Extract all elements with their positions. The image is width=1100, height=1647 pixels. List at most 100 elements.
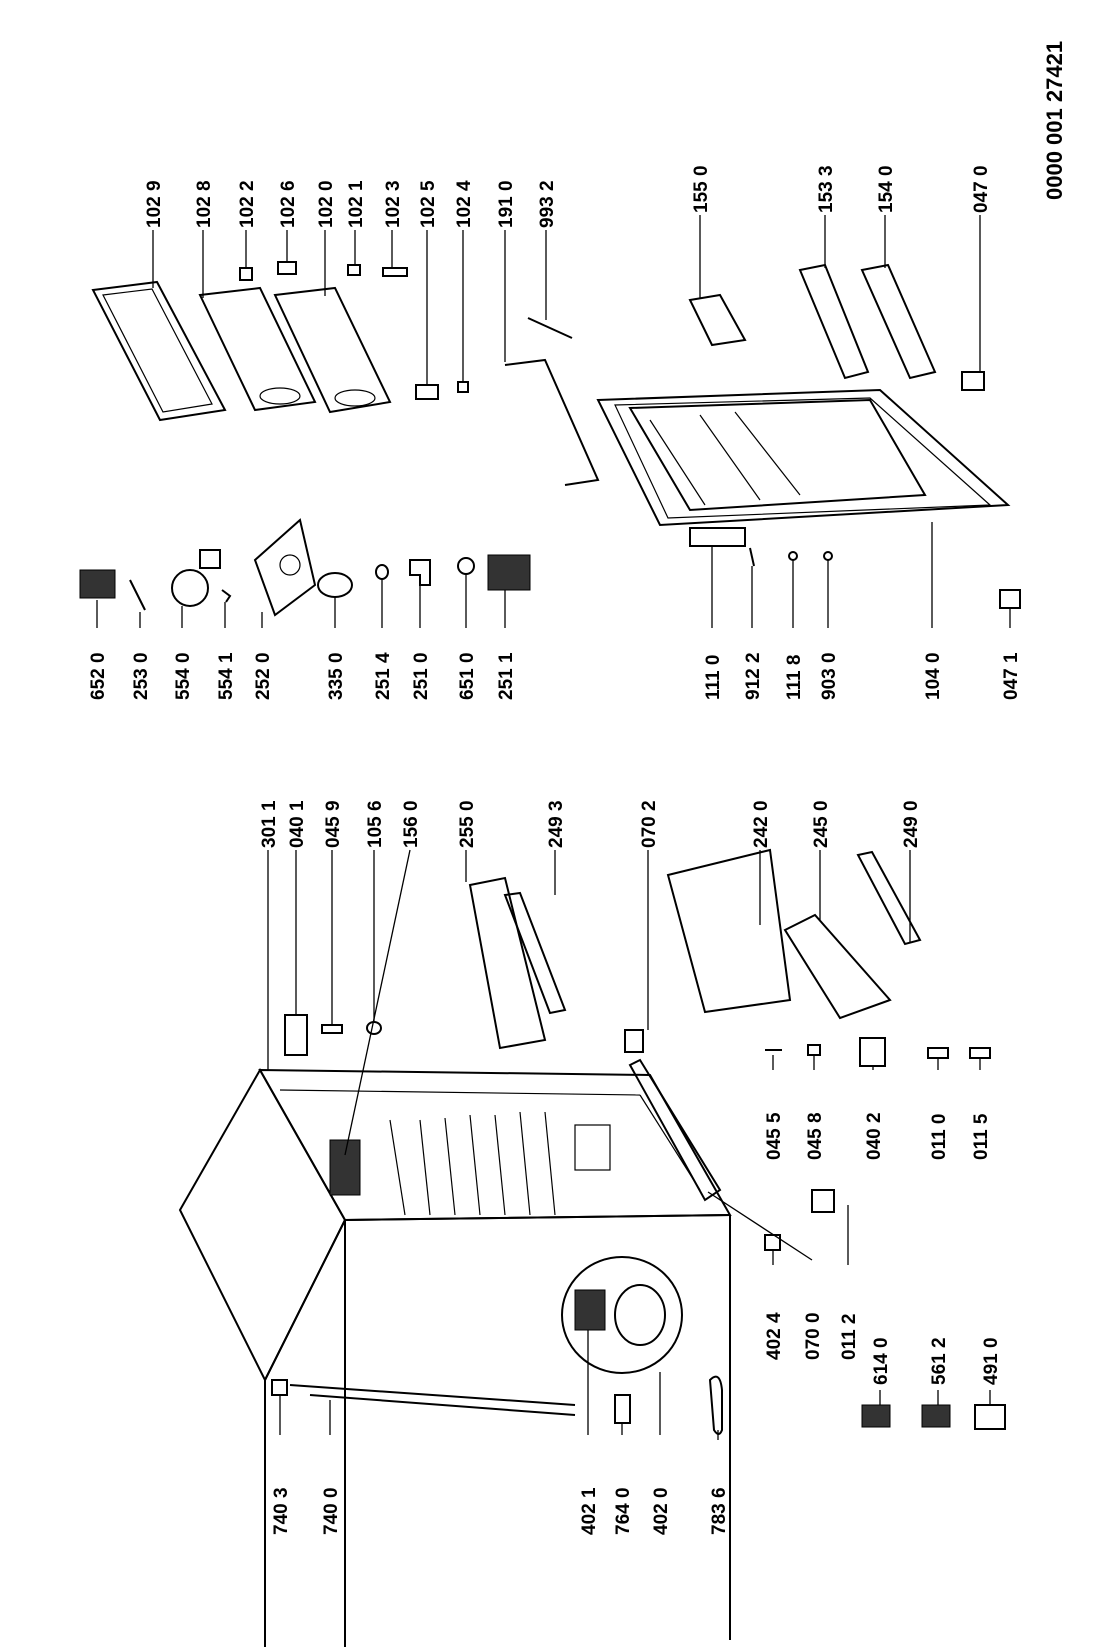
- label-9122: 912 2: [743, 652, 764, 700]
- clip-1026: [277, 261, 297, 275]
- bushing-0112: [811, 1189, 835, 1213]
- label-2450: 245 0: [811, 800, 832, 848]
- label-1910: 191 0: [496, 180, 517, 228]
- ring-1056: [366, 1021, 382, 1035]
- shelf-cover-1028: [198, 286, 317, 412]
- light-cover-2520: [253, 518, 317, 617]
- clip-1021: [347, 264, 361, 276]
- label-1056: 105 6: [365, 800, 386, 848]
- crisper-2420: [666, 848, 792, 1014]
- trim-2490: [856, 850, 922, 946]
- label-2514: 251 4: [373, 652, 394, 700]
- label-7400: 740 0: [321, 1487, 342, 1535]
- relay-6140: [861, 1404, 891, 1428]
- label-0110: 011 0: [929, 1114, 950, 1161]
- label-1023: 102 3: [383, 180, 404, 228]
- door-1040: [596, 388, 1011, 527]
- label-0112: 011 2: [839, 1314, 860, 1361]
- label-3011: 301 1: [259, 800, 280, 848]
- label-1533: 153 3: [816, 165, 837, 213]
- knob-2530: [129, 579, 146, 611]
- label-4910: 491 0: [981, 1337, 1002, 1385]
- relay-5612: [921, 1404, 951, 1428]
- bracket-1110: [689, 527, 746, 547]
- bracket-0702: [624, 1029, 644, 1053]
- shelf-cover-1020: [273, 286, 392, 414]
- label-0115: 011 5: [971, 1113, 992, 1160]
- part-labels: 102 9 102 8 102 2 102 6 102 0 102 1 102 …: [88, 41, 1067, 1535]
- bracket-0401: [284, 1014, 308, 1056]
- label-1021: 102 1: [346, 180, 367, 228]
- label-1040: 104 0: [923, 652, 944, 700]
- egg-tray-1550: [688, 293, 747, 347]
- condenser-7400: [289, 1384, 576, 1416]
- cabinet-body: [178, 1058, 732, 1647]
- label-1110: 111 0: [703, 655, 724, 700]
- label-2510: 251 0: [411, 652, 432, 700]
- leader-lines: [96, 215, 1011, 1440]
- label-1020: 102 0: [316, 180, 337, 228]
- bottle-shelf-1540: [860, 263, 937, 380]
- pad-1025: [415, 384, 439, 400]
- label-3350: 335 0: [326, 652, 347, 700]
- label-1540: 154 0: [876, 165, 897, 213]
- label-6510: 651 0: [457, 652, 478, 700]
- document-code: 0000 001 27421: [1042, 41, 1067, 200]
- hose-7836: [708, 1375, 723, 1435]
- label-1028: 102 8: [194, 180, 215, 228]
- label-2493: 249 3: [546, 800, 567, 848]
- shelf-frame-1029: [91, 280, 227, 422]
- hinge-0470: [961, 371, 985, 391]
- label-5541: 554 1: [216, 652, 237, 700]
- label-1022: 102 2: [237, 180, 258, 228]
- label-1024: 102 4: [454, 180, 475, 228]
- label-2550: 255 0: [457, 800, 478, 848]
- label-2420: 242 0: [751, 800, 772, 848]
- label-5612: 561 2: [929, 1337, 950, 1385]
- label-0458: 045 8: [805, 1112, 826, 1160]
- box-2511: [487, 554, 531, 591]
- label-0470: 047 0: [971, 165, 992, 213]
- hinge-0471: [999, 589, 1021, 609]
- label-0459: 045 9: [323, 800, 344, 848]
- label-0402: 040 2: [864, 1112, 885, 1160]
- label-2490: 249 0: [901, 800, 922, 848]
- foot-3350: [317, 572, 353, 598]
- shelf-support-1560: [329, 1139, 361, 1196]
- filter-7640: [614, 1394, 631, 1424]
- label-2520: 252 0: [253, 652, 274, 700]
- label-0455: 045 5: [764, 1112, 785, 1160]
- label-0700: 070 0: [803, 1312, 824, 1360]
- label-2511: 251 1: [496, 652, 517, 700]
- screw-9122: [749, 547, 755, 567]
- label-0401: 040 1: [287, 800, 308, 848]
- pad-1024: [457, 381, 469, 393]
- screw-1118: [788, 551, 798, 561]
- wire-shelf-2450: [783, 913, 892, 1020]
- screw-0115: [969, 1047, 991, 1059]
- label-4021: 402 1: [579, 1487, 600, 1535]
- trim-2493: [503, 891, 567, 1015]
- part-drawings: [79, 261, 1021, 1647]
- hinge-0402: [859, 1037, 886, 1067]
- label-5540: 554 0: [173, 652, 194, 700]
- ring-2514: [375, 564, 389, 580]
- label-0702: 070 2: [639, 800, 660, 848]
- label-9030: 903 0: [819, 652, 840, 700]
- label-1029: 102 9: [144, 180, 165, 228]
- plate-2510: [409, 559, 431, 586]
- cap-7403: [271, 1379, 288, 1396]
- compressor-4020: [561, 1256, 683, 1374]
- label-7640: 764 0: [613, 1487, 634, 1535]
- bulb-6510: [457, 557, 475, 575]
- label-6520: 652 0: [88, 652, 109, 700]
- label-7836: 783 6: [709, 1487, 730, 1535]
- label-1026: 102 6: [278, 180, 299, 228]
- pin-0459: [321, 1024, 343, 1034]
- clip-1023: [382, 267, 408, 277]
- screw-9030: [823, 551, 833, 561]
- label-1118: 111 8: [784, 655, 805, 700]
- lamp-holder-5540: [171, 549, 221, 607]
- label-1560: 156 0: [401, 800, 422, 848]
- screw-0458: [807, 1044, 821, 1056]
